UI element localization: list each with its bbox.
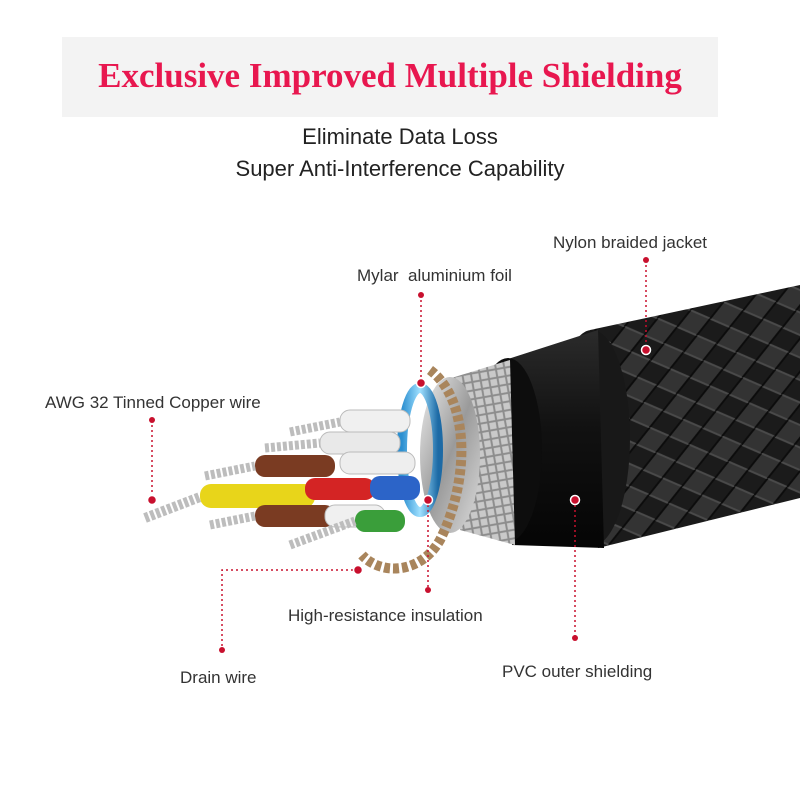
label-nylon-braided-jacket: Nylon braided jacket — [553, 233, 708, 252]
wire-white-2 — [264, 431, 401, 455]
wire-green — [288, 510, 405, 550]
wire-blue — [370, 476, 420, 500]
callout-dot — [418, 292, 424, 298]
callout-dot — [572, 635, 578, 641]
headline: Exclusive Improved Multiple Shielding — [98, 56, 682, 95]
callout-line-drain — [221, 569, 358, 650]
drain-wire — [358, 366, 467, 574]
callout-dot — [146, 494, 158, 506]
callout-dot — [640, 344, 652, 356]
callout-dot — [643, 257, 649, 263]
wire-white-1 — [289, 409, 411, 437]
label-drain-wire: Drain wire — [180, 668, 257, 687]
callout-lines — [151, 260, 647, 650]
label-mylar-aluminium-foil: Mylar aluminium foil — [357, 266, 512, 285]
label-high-resistance-insulation: High-resistance insulation — [288, 606, 483, 625]
subtitle-line-1: Eliminate Data Loss — [302, 124, 498, 149]
wire-white-3 — [339, 451, 416, 475]
wire-yellow — [143, 484, 315, 523]
wire-red — [305, 478, 375, 500]
label-pvc-outer-shielding: PVC outer shielding — [502, 662, 653, 681]
callout-dots — [146, 257, 652, 653]
wire-brown-2 — [209, 505, 335, 530]
callout-dot — [415, 377, 427, 389]
wire-brown-1 — [204, 455, 335, 481]
subtitle-line-2: Super Anti-Interference Capability — [235, 156, 565, 181]
label-awg-copper-wire: AWG 32 Tinned Copper wire — [45, 393, 261, 412]
callout-dot — [422, 494, 434, 506]
header-band — [62, 37, 718, 117]
callout-dot — [425, 587, 431, 593]
callout-dot — [149, 417, 155, 423]
callout-dot — [219, 647, 225, 653]
callout-dot — [352, 564, 364, 576]
callout-dot — [569, 494, 581, 506]
inner-conductors — [143, 409, 420, 550]
